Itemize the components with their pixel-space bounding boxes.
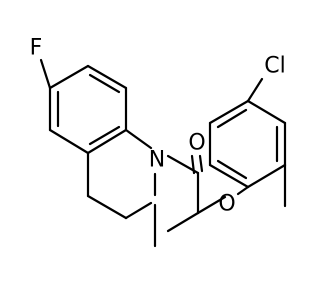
bond (166, 211, 200, 233)
bond (48, 64, 90, 90)
chloro-methylphenyl-ring (208, 99, 287, 189)
tetrahydro-ring (86, 128, 157, 220)
c-cl-bond (246, 77, 264, 103)
ether-ring-bond (236, 185, 250, 196)
bond (86, 194, 128, 220)
double-bond-inner (88, 73, 121, 94)
bond (246, 99, 287, 125)
bond (124, 128, 153, 150)
double-bond-inner (88, 125, 121, 146)
bond (208, 99, 250, 125)
c-o-double-bond (190, 154, 196, 175)
double-bond-inner (216, 159, 248, 180)
bond (48, 128, 90, 155)
atom-label-nitrogen: N (149, 148, 165, 173)
bond (86, 64, 128, 90)
c-f-bond (39, 58, 52, 90)
bond (246, 163, 287, 189)
c-o-double-bond (198, 154, 204, 173)
atom-label-ether-oxygen: O (218, 192, 235, 217)
bond (208, 163, 250, 189)
fluoro-benzo-ring (48, 64, 128, 155)
double-bond-inner (216, 108, 248, 129)
propanoyl-chain (166, 154, 227, 233)
atom-label-chlorine: Cl (264, 54, 285, 79)
bond (124, 201, 153, 220)
bond (86, 128, 128, 155)
molecule-structure: F N O O Cl (30, 36, 287, 248)
bond (196, 195, 227, 215)
atom-label-carbonyl-oxygen: O (188, 131, 205, 156)
atom-label-fluorine: F (30, 36, 43, 61)
